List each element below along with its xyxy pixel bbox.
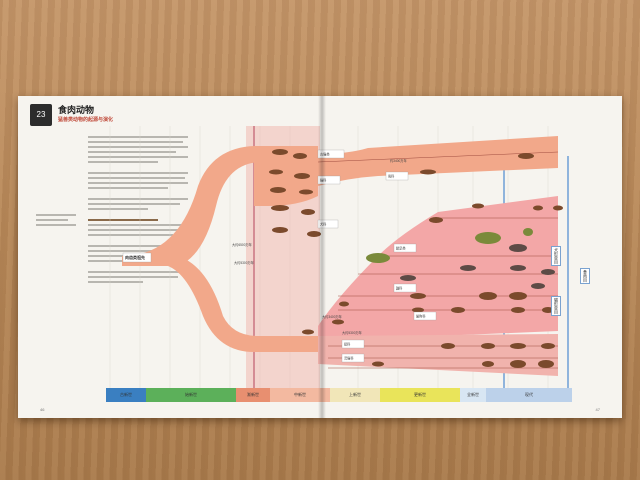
caniform-region xyxy=(318,196,558,341)
cat-branch-label-1: 古猫类 xyxy=(320,152,330,157)
root-label: 肉齿类祖先 xyxy=(125,254,145,260)
bear-branch-label: 熊科 xyxy=(388,174,395,179)
hyena-branch-label: 鬣狗科 xyxy=(416,314,426,319)
ma-label-4: 大约5300万年 xyxy=(234,260,255,265)
ma-label-3: 大约5300万年 xyxy=(342,330,363,335)
sidebar-note xyxy=(36,214,76,229)
era-eocene: 始新世 xyxy=(146,388,236,402)
ma-label-1: 约3400万年 xyxy=(390,158,407,163)
page-title: 食肉动物 xyxy=(58,105,95,115)
cat-branch-label-2: 猫科 xyxy=(320,178,327,183)
geologic-timeline: 古新世 始新世 渐新世 中新世 上新世 更新世 全新世 现代 xyxy=(106,388,572,402)
suborder-label-1: 犬形亚目 xyxy=(551,246,561,266)
section-badge: 23 xyxy=(30,104,52,126)
era-modern: 现代 xyxy=(486,388,572,402)
page-subtitle: 猛兽类动物的起源与演化 xyxy=(58,117,114,123)
evolution-tree: 肉齿类祖先 古猫类 猫科 犬科 熊科 鳍足类 鼬科 鬣狗科 獴科 灵猫科 大约6… xyxy=(109,126,569,388)
stem-branch-lower xyxy=(122,256,318,352)
mongoose-branch-label: 獴科 xyxy=(344,342,351,347)
root-box xyxy=(122,252,152,263)
era-holocene: 全新世 xyxy=(460,388,486,402)
seal-branch-label: 鳍足类 xyxy=(396,246,406,251)
divergence-label: 大约6500万年 xyxy=(232,242,253,247)
felid-branch xyxy=(318,136,558,186)
suborder-label-2: 猫形亚目 xyxy=(551,296,561,316)
ma-label-2: 大约3400万年 xyxy=(322,314,343,319)
era-early-miocene: 中新世 xyxy=(270,388,330,402)
era-oligocene: 渐新世 xyxy=(236,388,270,402)
dog-branch-label: 犬科 xyxy=(320,222,327,227)
open-book: 23 食肉动物 猛兽类动物的起源与演化 xyxy=(18,96,622,418)
book-gutter xyxy=(318,96,326,418)
era-paleocene: 古新世 xyxy=(106,388,146,402)
order-label: 食肉目 xyxy=(580,268,590,284)
civet-branch-label: 灵猫科 xyxy=(344,356,354,361)
right-page-number: 47 xyxy=(595,407,600,412)
era-pliocene: 上新世 xyxy=(330,388,380,402)
weasel-branch-label: 鼬科 xyxy=(396,286,403,291)
left-page-number: 46 xyxy=(40,407,45,412)
era-pleistocene: 更新世 xyxy=(380,388,460,402)
